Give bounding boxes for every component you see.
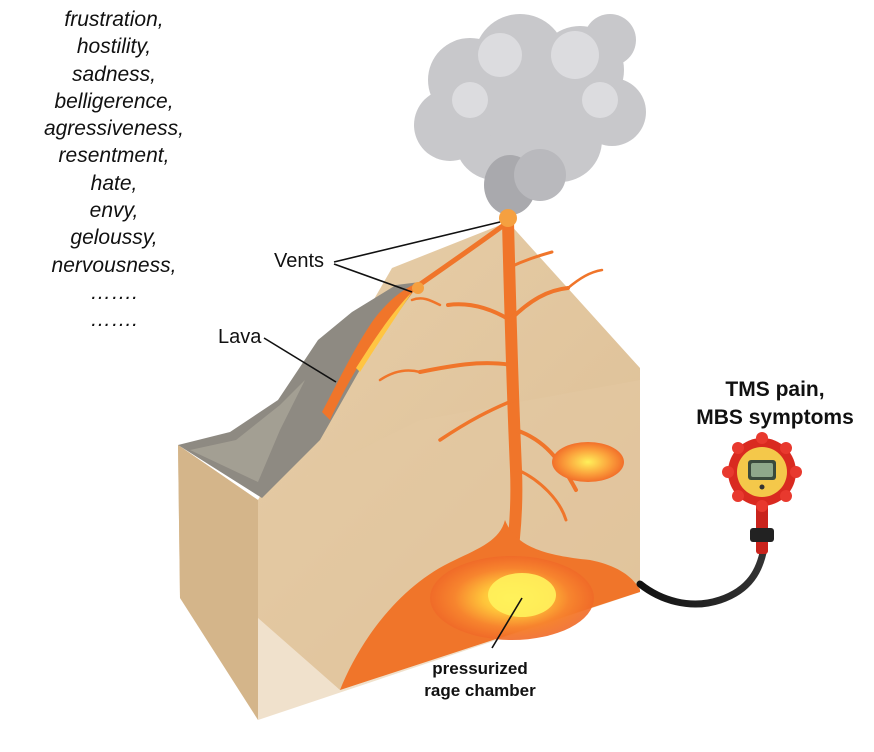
emotion-item: hate, <box>90 171 138 195</box>
gauge-label-line: MBS symptoms <box>696 406 854 429</box>
chamber-label-line: rage chamber <box>424 681 536 700</box>
emotion-item: geloussy, <box>70 226 158 250</box>
ash-cloud <box>414 14 646 215</box>
emotion-item: envy, <box>89 199 139 223</box>
emotion-list: frustration, hostility, sadness, bellige… <box>0 6 228 334</box>
emotion-item: nervousness, <box>51 253 177 277</box>
emotion-item: resentment, <box>58 144 170 168</box>
gauge-hose <box>636 544 768 608</box>
emotion-item: agressiveness, <box>43 117 185 141</box>
emotion-item: frustration, <box>64 8 164 31</box>
chamber-label-line: pressurized <box>432 659 528 678</box>
leader-lines <box>263 221 523 649</box>
emotion-item: ……. <box>90 308 138 332</box>
lava-flow <box>322 282 420 420</box>
gauge-label-line: TMS pain, <box>725 378 825 401</box>
magma-pocket <box>552 442 624 482</box>
gauge-label: TMS pain, MBS symptoms <box>680 376 870 432</box>
emotion-item: ……. <box>90 280 138 304</box>
pressure-gauge <box>722 432 802 554</box>
emotion-item: sadness, <box>71 62 157 86</box>
emotion-item: belligerence, <box>54 89 174 113</box>
vents-label: Vents <box>274 250 325 272</box>
lava-label: Lava <box>218 326 262 348</box>
emotion-item: hostility, <box>76 35 152 59</box>
chamber-label: pressurized rage chamber <box>390 658 570 702</box>
